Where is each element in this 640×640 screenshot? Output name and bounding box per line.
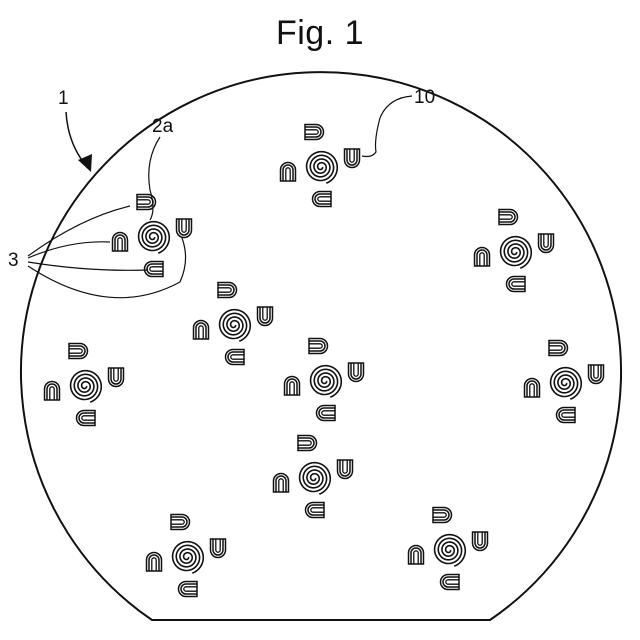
terminal-pad [274, 474, 289, 493]
coil-unit [194, 283, 273, 365]
terminal-pad [145, 262, 164, 277]
label-coil: 10 [414, 87, 435, 108]
terminal-pad [69, 344, 88, 359]
spiral-coil [501, 237, 532, 269]
terminal-pad [306, 503, 325, 518]
terminal-pad [473, 532, 488, 551]
terminal-pad [557, 408, 576, 423]
label-wafer: 1 [58, 88, 69, 109]
terminal-pad [77, 411, 96, 426]
terminal-pad [313, 192, 332, 207]
terminal-pad [211, 539, 226, 558]
terminal-pad [305, 125, 324, 140]
spiral-coil [220, 310, 251, 342]
coil-leader-line [362, 96, 412, 157]
terminal-pad [298, 436, 317, 451]
terminal-pad [309, 339, 328, 354]
coil-unit [147, 515, 226, 597]
spiral-coil [307, 152, 338, 184]
terminal-pad [433, 508, 452, 523]
terminal-pad [549, 341, 568, 356]
terminal-pad [589, 365, 604, 384]
spiral-coil [173, 542, 204, 574]
chip-leader-line [149, 137, 160, 220]
terminal-pad [441, 575, 460, 590]
terminal-pad [317, 406, 336, 421]
terminal-pad [281, 163, 296, 182]
terminal-pad [285, 377, 300, 396]
terminal-pad [179, 582, 198, 597]
terminal-pad [507, 277, 526, 292]
spiral-coil [551, 368, 582, 400]
terminal-pad [539, 234, 554, 253]
terminal-pad [171, 515, 190, 530]
terminal-pad [475, 248, 490, 267]
spiral-coil [71, 371, 102, 403]
terminal-pad [258, 307, 273, 326]
terminal-pad [218, 283, 237, 298]
spiral-coil [139, 222, 170, 254]
coil-unit [281, 125, 360, 207]
terminal-pad [177, 219, 192, 238]
terminal-pad [338, 460, 353, 479]
terminal-pad [499, 210, 518, 225]
coil-unit [409, 508, 488, 590]
terminal-pad [345, 149, 360, 168]
terminal-pad [525, 379, 540, 398]
coil-unit [525, 341, 604, 423]
spiral-coil [300, 463, 331, 495]
terminal-pad [194, 321, 209, 340]
wafer-outline [21, 72, 621, 620]
terminal-pad [409, 546, 424, 565]
coil-unit [475, 210, 554, 292]
coil-unit [45, 344, 124, 426]
spiral-coil [311, 366, 342, 398]
terminal-pad [349, 363, 364, 382]
coil-unit [285, 339, 364, 421]
terminal-pad [45, 382, 60, 401]
spiral-coil [435, 535, 466, 567]
terminal-pad [113, 233, 128, 252]
terminal-pad [226, 350, 245, 365]
label-terminals: 3 [8, 250, 19, 271]
label-chip: 2a [152, 116, 174, 137]
coil-unit [274, 436, 353, 518]
terminal-pad [147, 553, 162, 572]
coil-unit [113, 195, 192, 277]
terminal-pad [109, 368, 124, 387]
